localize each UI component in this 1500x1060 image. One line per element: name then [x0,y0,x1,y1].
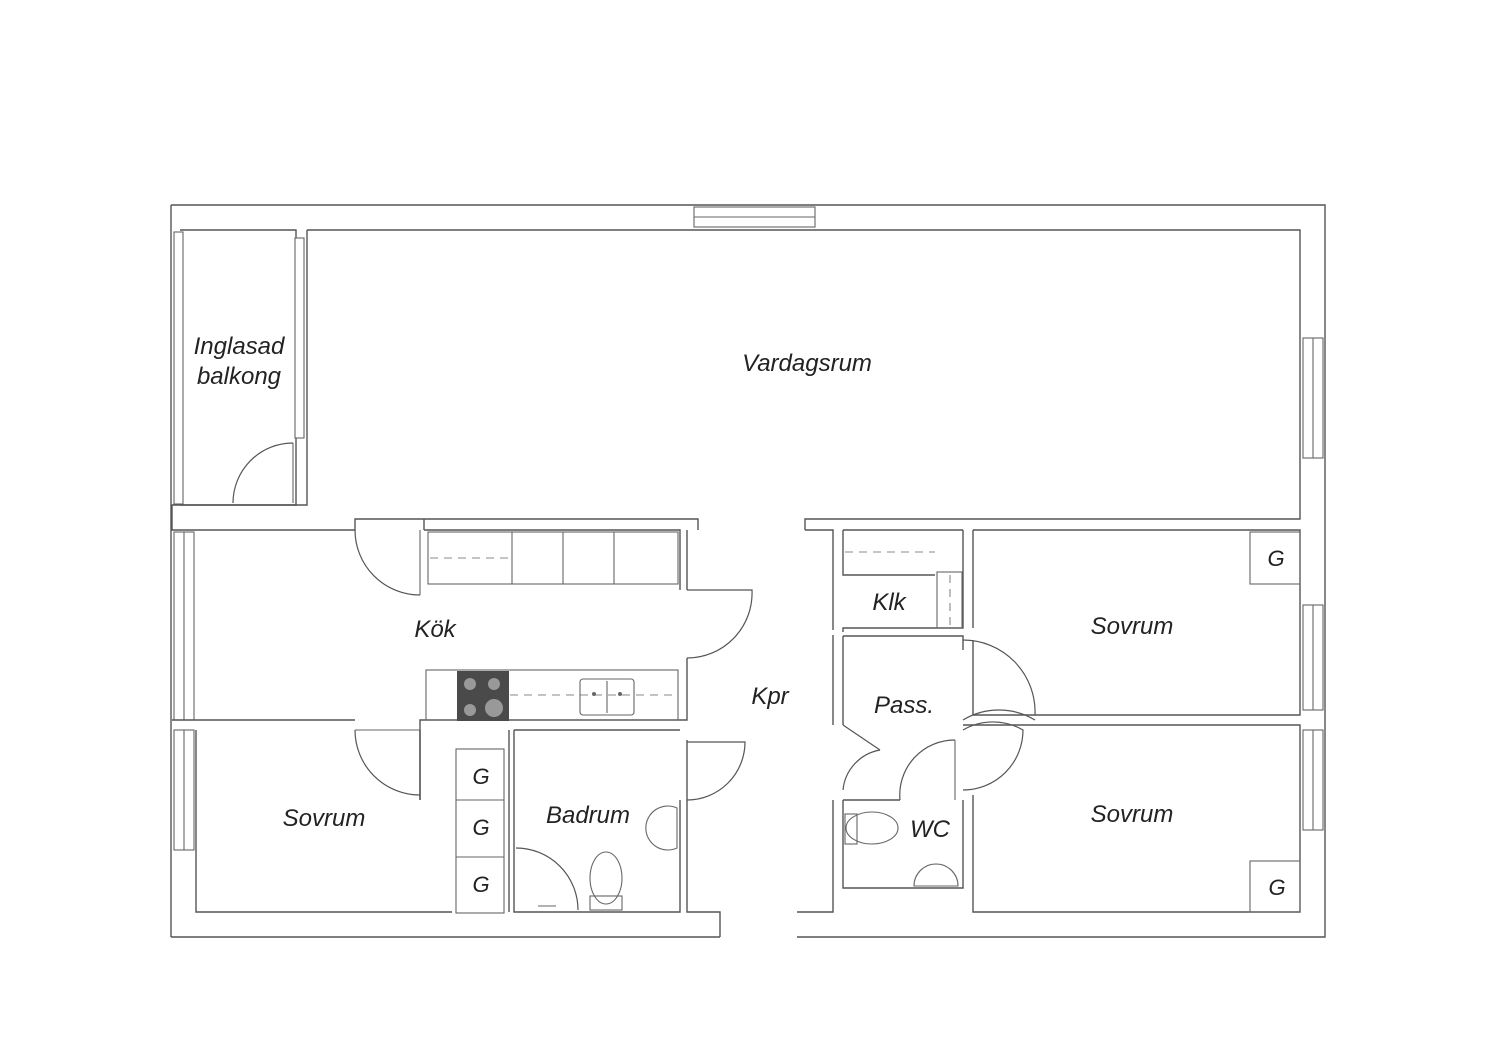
corridor-label: Kpr [751,683,789,710]
bathroom-walls [513,729,746,937]
wc-label: WC [910,816,951,843]
bedroom-sw-walls [172,719,452,913]
kitchen-label: Kök [414,616,457,643]
wardrobe-label: G [472,764,489,789]
stove-icon [457,671,509,721]
balcony-label-line1: Inglasad [194,333,285,360]
toilet-icon [589,851,623,905]
window-top [693,206,816,228]
corridor-walls [797,529,834,913]
bedroom-se-walls [963,724,1324,913]
bedroom-ne-label: Sovrum [1091,613,1174,640]
balcony-label-line2: balkong [197,363,282,390]
bedroom-se-label: Sovrum [1091,801,1174,828]
sink-icon [579,678,635,716]
kitchen-walls [173,519,753,800]
closet-walls [842,529,964,632]
balcony [173,229,305,506]
outer-walls [170,204,1326,938]
washbasin-icon [645,805,678,851]
wc-toilet-icon [845,811,899,845]
wardrobe-label: G [1267,546,1284,571]
wardrobe-label: G [472,872,489,897]
closet-label: Klk [872,589,907,616]
wc-walls [842,799,964,889]
living-room-label: Vardagsrum [742,350,872,377]
passage-walls [832,635,1036,801]
wardrobe-label: G [472,815,489,840]
hall-wardrobes [455,730,510,914]
passage-label: Pass. [874,692,934,719]
bedroom-sw-label: Sovrum [283,805,366,832]
bedroom-ne-walls [972,529,1324,716]
bathroom-label: Badrum [546,802,630,829]
living-room-walls [171,229,1324,596]
wc-washbasin-icon [913,863,959,887]
wardrobe-label: G [1268,875,1285,900]
